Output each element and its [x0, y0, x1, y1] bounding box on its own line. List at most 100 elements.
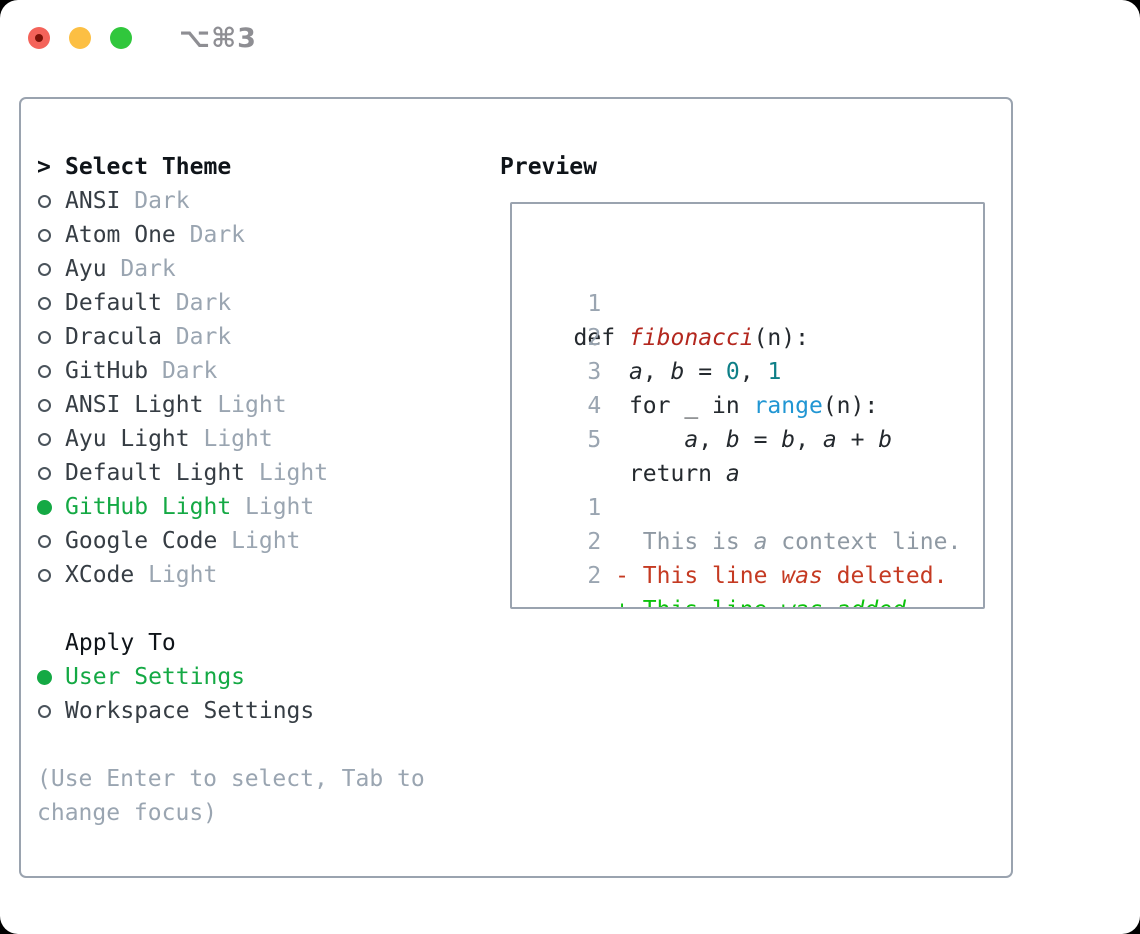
- theme-variant-label: Dark: [175, 290, 232, 316]
- code-segment: context line.: [767, 529, 962, 555]
- theme-option[interactable]: Default Dark: [37, 286, 483, 320]
- code-segment: - This line: [559, 563, 782, 589]
- select-theme-title: Select Theme: [65, 154, 232, 180]
- theme-option[interactable]: ANSI Dark: [37, 184, 483, 218]
- code-segment: b: [878, 427, 893, 453]
- code-segment: .: [906, 597, 920, 607]
- apply-to-option[interactable]: User Settings: [37, 660, 483, 694]
- theme-option[interactable]: Ayu Light Light: [37, 422, 483, 456]
- theme-option[interactable]: Ayu Dark: [37, 252, 483, 286]
- code-segment: was: [781, 563, 823, 589]
- theme-option[interactable]: GitHub Light Light: [37, 490, 483, 524]
- code-segment: =: [684, 359, 726, 385]
- radio-icon: [38, 534, 51, 548]
- theme-variant-label: Dark: [189, 222, 246, 248]
- titlebar: ⌥⌘3: [28, 23, 257, 54]
- theme-variant-label: Dark: [161, 358, 218, 384]
- code-segment: was: [781, 597, 823, 607]
- code-segment: a: [753, 529, 768, 555]
- code-line: 2 + This line was added.: [532, 525, 965, 607]
- line-number: 2: [587, 325, 602, 351]
- radio-icon: [37, 669, 52, 685]
- theme-option[interactable]: Atom One Dark: [37, 218, 483, 252]
- close-button[interactable]: [28, 27, 50, 49]
- preview-column: Preview 1 def fibonacci (n): 2 a, b = 0, …: [483, 150, 1011, 876]
- theme-option[interactable]: Google Code Light: [37, 524, 483, 558]
- theme-variant-label: Dark: [134, 188, 190, 214]
- line-number: 1: [587, 291, 602, 317]
- code-segment: +: [836, 427, 879, 453]
- radio-icon: [38, 568, 51, 582]
- radio-icon: [38, 364, 51, 378]
- code-segment: + This line: [560, 597, 782, 607]
- radio-icon: [37, 499, 52, 515]
- apply-to-list: User Settings Workspace Settings: [37, 660, 483, 728]
- apply-to-option[interactable]: Workspace Settings: [37, 694, 483, 728]
- code-line: 3 for _ in range(n):: [532, 321, 965, 419]
- theme-option[interactable]: Dracula Dark: [37, 320, 483, 354]
- theme-name: GitHub: [65, 358, 149, 384]
- code-segment: =: [739, 427, 782, 453]
- code-segment: ,: [739, 359, 768, 385]
- radio-icon: [38, 704, 51, 718]
- theme-name: Ayu: [65, 256, 107, 282]
- theme-option[interactable]: Default Light Light: [37, 456, 483, 490]
- theme-name: Dracula: [65, 324, 162, 350]
- theme-name: Default: [65, 290, 162, 316]
- spacer: [37, 728, 483, 762]
- code-segment: 1: [767, 359, 782, 385]
- theme-variant-label: Light: [217, 392, 287, 418]
- preview-header: Preview: [500, 150, 1011, 184]
- line-number: 2: [587, 563, 602, 589]
- code-segment: 0: [725, 359, 740, 385]
- line-number: 3: [587, 359, 602, 385]
- line-number: 4: [587, 393, 602, 419]
- theme-picker-panel: > Select Theme ANSI Dark Atom One Dark A…: [19, 97, 1013, 878]
- theme-option[interactable]: ANSI Light Light: [37, 388, 483, 422]
- code-segment: def: [559, 325, 629, 351]
- code-segment: a: [628, 359, 643, 385]
- code-segment: ,: [795, 427, 823, 453]
- preview-box: 1 def fibonacci (n): 2 a, b = 0, 1 3 for …: [510, 202, 985, 609]
- prompt-caret-icon: >: [37, 154, 51, 180]
- code-preview: 1 def fibonacci (n): 2 a, b = 0, 1 3 for …: [532, 253, 965, 607]
- code-segment: [823, 597, 837, 607]
- code-segment: b: [725, 427, 740, 453]
- code-segment: range: [753, 393, 823, 419]
- radio-icon: [38, 398, 51, 412]
- code-line: 1 This is a context line.: [532, 457, 965, 555]
- line-number: 1: [587, 495, 602, 521]
- radio-icon: [38, 466, 51, 480]
- radio-icon: [38, 194, 51, 208]
- theme-name: XCode: [65, 562, 135, 588]
- code-segment: return: [559, 461, 726, 487]
- code-segment: a: [684, 427, 699, 453]
- code-segment: a: [725, 461, 740, 487]
- theme-variant-label: Light: [203, 426, 273, 452]
- code-segment: for _ in: [559, 393, 754, 419]
- radio-icon: [38, 432, 51, 446]
- theme-variant-label: Light: [231, 528, 301, 554]
- spacer: [37, 592, 483, 626]
- code-line: 5 return a: [532, 389, 965, 487]
- code-segment: (n):: [822, 393, 879, 419]
- code-segment: fibonacci: [628, 325, 754, 351]
- theme-option[interactable]: XCode Light: [37, 558, 483, 592]
- record-dot-icon: [35, 34, 43, 42]
- radio-icon: [38, 228, 51, 242]
- theme-picker-column: > Select Theme ANSI Dark Atom One Dark A…: [21, 150, 483, 876]
- code-segment: a: [822, 427, 837, 453]
- zoom-button[interactable]: [110, 27, 132, 49]
- theme-variant-label: Light: [258, 460, 329, 486]
- theme-name: GitHub Light: [65, 494, 232, 520]
- line-number: 2: [587, 529, 602, 555]
- apply-to-label: User Settings: [65, 664, 246, 690]
- theme-list: ANSI Dark Atom One Dark Ayu Dark Default…: [37, 184, 483, 592]
- theme-variant-label: Light: [148, 562, 218, 588]
- code-segment: This is: [559, 529, 754, 555]
- code-line: 2 a, b = 0, 1: [532, 287, 965, 385]
- line-number: 5: [587, 427, 602, 453]
- minimize-button[interactable]: [69, 27, 91, 49]
- theme-option[interactable]: GitHub Dark: [37, 354, 483, 388]
